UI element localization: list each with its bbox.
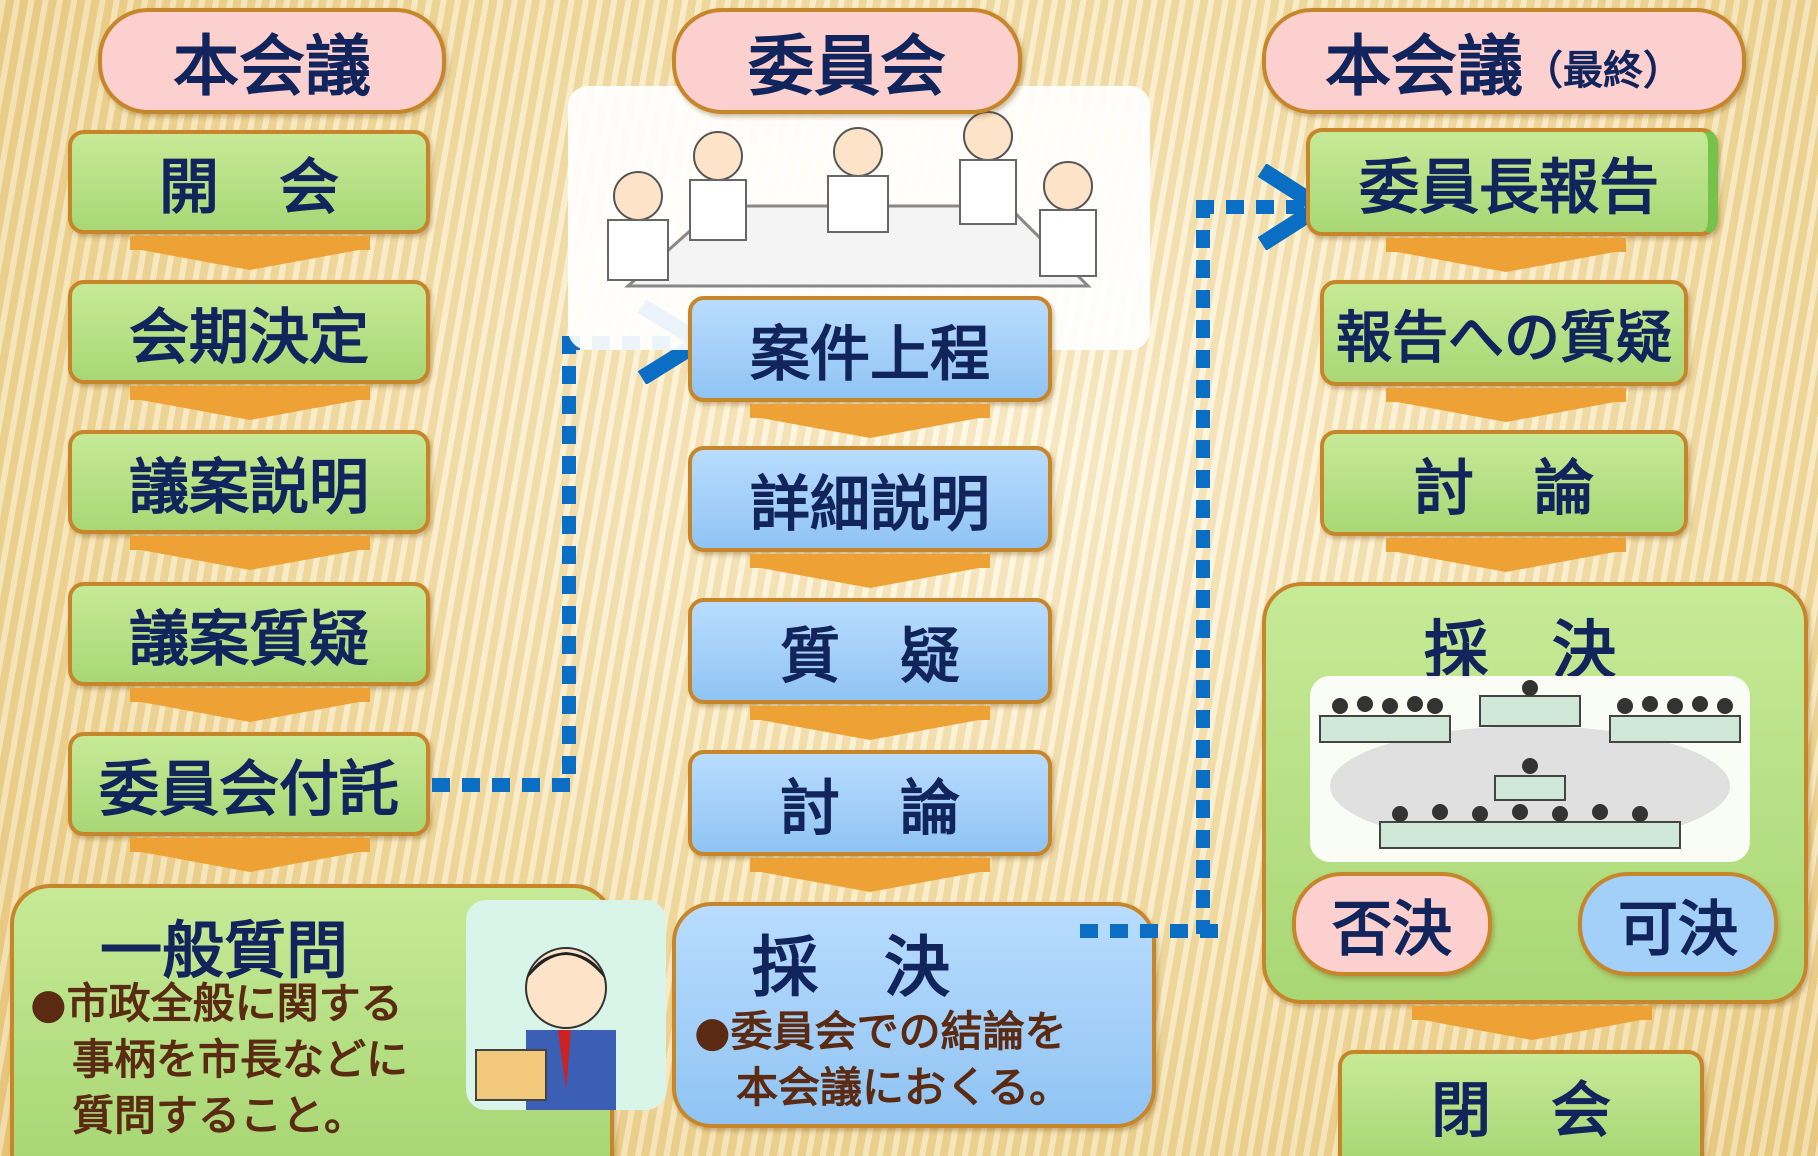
step-bill-explanation: 議案説明: [68, 430, 430, 534]
committee-vote-note: ●委員会での結論を 本会議におくる。: [694, 1007, 1072, 1112]
step-opening: 開 会: [68, 130, 430, 234]
step-final-debate: 討 論: [1320, 430, 1688, 536]
committee-vote-title: 採 決: [752, 929, 950, 1006]
step-session-decision: 会期決定: [68, 280, 430, 384]
result-rejected: 否決: [1292, 872, 1492, 976]
step-chair-report: 委員長報告: [1306, 128, 1718, 236]
committee-header: 委員会: [672, 8, 1022, 114]
flow-arrow: [1386, 388, 1626, 422]
step-bill-questions: 議案質疑: [68, 582, 430, 686]
step-refer-committee: 委員会付託: [68, 732, 430, 836]
step-debate: 討 論: [688, 750, 1052, 856]
flow-arrow: [130, 236, 370, 270]
final-header-sub: （最終）: [1523, 48, 1683, 94]
flow-arrow: [130, 838, 370, 872]
flow-arrow: [1386, 538, 1626, 572]
final-header: 本会議（最終）: [1262, 8, 1746, 114]
step-questions: 質 疑: [688, 598, 1052, 704]
step-detailed-explanation: 詳細説明: [688, 446, 1052, 552]
flow-arrow: [750, 404, 990, 438]
flow-arrow: [1412, 1006, 1652, 1040]
step-agenda: 案件上程: [688, 296, 1052, 402]
connector-to-final: [1196, 200, 1306, 214]
connector-to-committee: [562, 336, 576, 786]
flow-arrow: [130, 688, 370, 722]
plenary-header: 本会議: [98, 8, 446, 114]
assembly-hall-illustration: [1310, 676, 1750, 862]
flow-arrow: [750, 706, 990, 740]
step-closing: 閉 会: [1338, 1050, 1704, 1156]
connector-to-committee: [432, 778, 580, 792]
speaker-illustration: [466, 900, 666, 1110]
connector-to-final: [1196, 200, 1210, 934]
final-header-main: 本会議: [1325, 28, 1523, 105]
flow-arrow: [1386, 238, 1626, 272]
flow-arrow: [750, 554, 990, 588]
connector-to-final: [1080, 924, 1230, 938]
result-approved: 可決: [1578, 872, 1778, 976]
general-question-note: ●市政全般に関する 事柄を市長などに 質問すること。: [30, 979, 409, 1140]
flow-arrow: [130, 386, 370, 420]
committee-vote-panel: [672, 902, 1156, 1128]
step-report-questions: 報告への質疑: [1320, 280, 1688, 386]
general-question-title: 一般質問: [100, 914, 349, 987]
flow-arrow: [130, 536, 370, 570]
flow-arrow: [750, 858, 990, 892]
